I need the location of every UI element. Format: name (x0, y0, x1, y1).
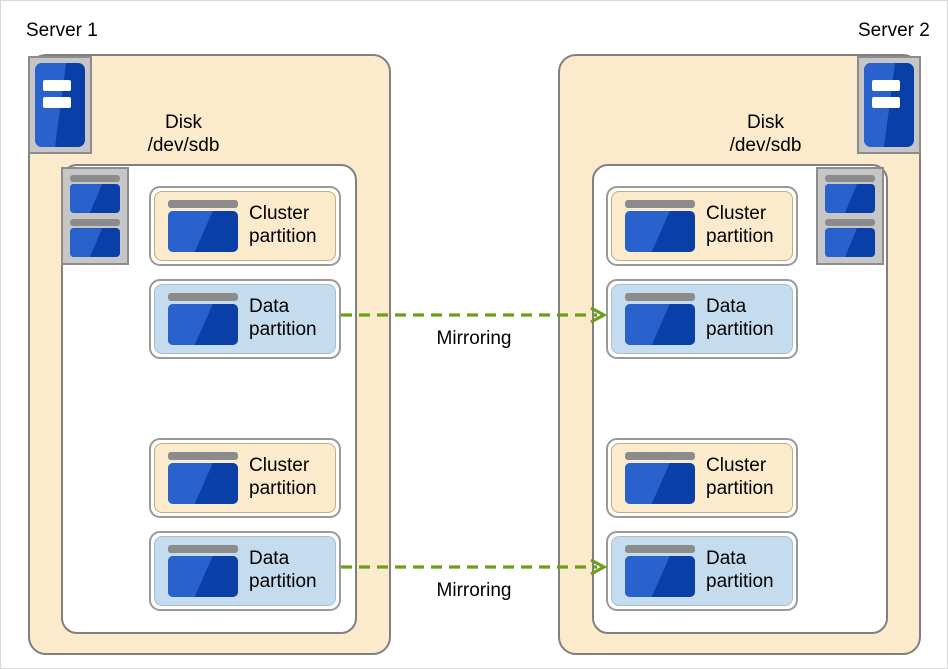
partition-label-line1: Cluster (706, 455, 767, 477)
disk-icon-platter-top (825, 175, 875, 213)
partition-label-line2: partition (249, 571, 317, 592)
partition-label: Cluster partition (706, 455, 774, 501)
mirroring-arrow-top (341, 306, 608, 327)
mirroring-arrow-bottom-svg (341, 558, 608, 576)
mirroring-arrow-bottom (341, 558, 608, 579)
server-icon-tower (864, 63, 914, 147)
disk-platter-cap (825, 175, 875, 182)
partition-disk-icon (625, 293, 695, 345)
server-2-disk-caption-line1: Disk (747, 112, 784, 133)
partition-label-line1: Data (249, 296, 290, 318)
partition-label-line2: partition (249, 478, 317, 499)
partition-disk-icon (168, 545, 238, 597)
disk-platter-body (70, 184, 120, 213)
partition-disk-icon (168, 200, 238, 252)
partition-label-line2: partition (706, 319, 774, 340)
server-2-server-icon (857, 56, 921, 154)
server-icon-bar-top (872, 79, 900, 91)
partition-s2-cluster-2[interactable]: Cluster partition (606, 438, 798, 518)
partition-s2-data-1[interactable]: Data partition (606, 279, 798, 359)
disk-platter-body (825, 184, 875, 213)
partition-s2-data-2[interactable]: Data partition (606, 531, 798, 611)
mirroring-label-top: Mirroring (436, 328, 512, 349)
mirroring-label-bottom: Mirroring (436, 580, 512, 601)
partition-disk-icon (168, 293, 238, 345)
partition-disk-icon (625, 200, 695, 252)
partition-label-line1: Data (706, 548, 747, 570)
partition-s1-data-1[interactable]: Data partition (149, 279, 341, 359)
partition-label-line1: Data (249, 548, 290, 570)
arrow-head (590, 306, 608, 324)
partition-label-line1: Cluster (706, 203, 767, 225)
partition-s2-cluster-1[interactable]: Cluster partition (606, 186, 798, 266)
disk-platter-cap (70, 175, 120, 182)
partition-label-line2: partition (706, 478, 774, 499)
server-1-disk-caption-line1: Disk (165, 112, 202, 133)
server-2-label: Server 2 (858, 20, 930, 41)
disk-icon-platter-bottom (825, 219, 875, 257)
partition-label-line2: partition (706, 226, 774, 247)
partition-label: Data partition (706, 548, 774, 594)
partition-label: Data partition (249, 296, 317, 342)
mirroring-arrow-top-svg (341, 306, 608, 324)
disk-platter-body (825, 228, 875, 257)
server-icon-bar-top (43, 79, 71, 91)
server-icon-bar-bottom (43, 97, 71, 109)
partition-s1-cluster-2[interactable]: Cluster partition (149, 438, 341, 518)
server-2-disk-icon (816, 167, 884, 265)
server-1-disk-icon (61, 167, 129, 265)
partition-label: Data partition (249, 548, 317, 594)
partition-disk-icon (625, 545, 695, 597)
server-1-label: Server 1 (26, 20, 98, 41)
server-1-disk-caption: Disk /dev/sdb (111, 111, 256, 157)
partition-disk-icon (625, 452, 695, 504)
server-icon-tower (35, 63, 85, 147)
partition-disk-icon (168, 452, 238, 504)
disk-platter-cap (825, 219, 875, 227)
server-1-disk-caption-line2: /dev/sdb (147, 135, 220, 157)
partition-label: Data partition (706, 296, 774, 342)
server-2-disk-caption: Disk /dev/sdb (693, 111, 838, 157)
partition-label-line1: Cluster (249, 203, 310, 225)
partition-label-line2: partition (249, 226, 317, 247)
partition-label: Cluster partition (249, 203, 317, 249)
server-1-server-icon (28, 56, 92, 154)
partition-label-line1: Data (706, 296, 747, 318)
partition-label: Cluster partition (249, 455, 317, 501)
disk-platter-body (70, 228, 120, 257)
disk-platter-cap (70, 219, 120, 227)
partition-s1-data-2[interactable]: Data partition (149, 531, 341, 611)
partition-label-line2: partition (249, 319, 317, 340)
partition-label-line2: partition (706, 571, 774, 592)
partition-label-line1: Cluster (249, 455, 310, 477)
server-icon-bar-bottom (872, 97, 900, 109)
arrow-head (590, 558, 608, 576)
partition-label: Cluster partition (706, 203, 774, 249)
server-2-disk-caption-line2: /dev/sdb (729, 135, 802, 157)
disk-icon-platter-bottom (70, 219, 120, 257)
partition-s1-cluster-1[interactable]: Cluster partition (149, 186, 341, 266)
disk-icon-platter-top (70, 175, 120, 213)
